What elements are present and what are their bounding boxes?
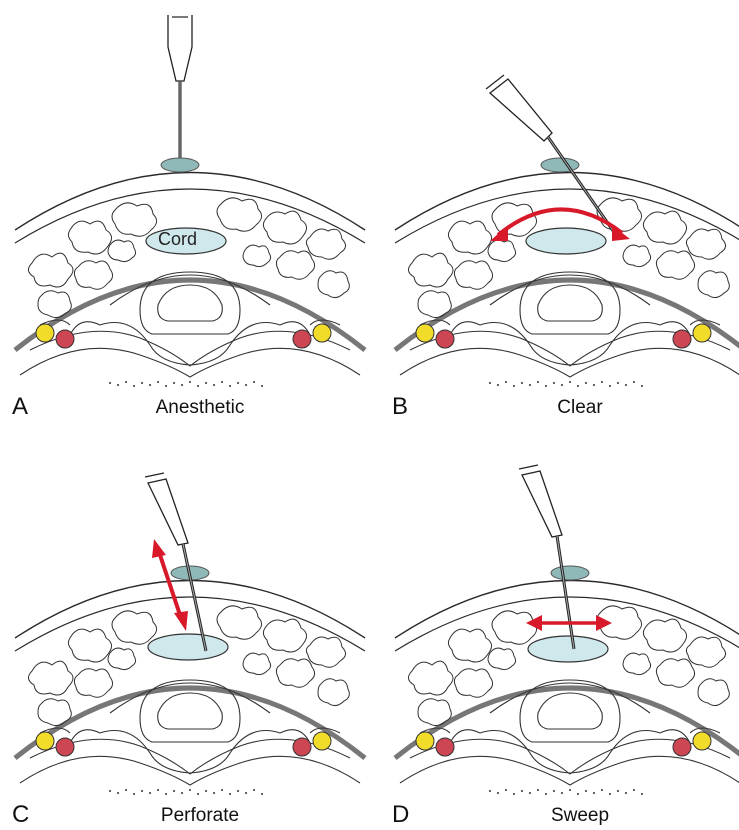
caption-sweep: Sweep — [430, 805, 730, 827]
clear-illustration — [390, 5, 739, 420]
perforate-arrow — [160, 555, 180, 615]
caption-perforate: Perforate — [50, 805, 350, 827]
cord-shape — [526, 228, 606, 254]
cord-label: Cord — [158, 229, 197, 250]
skin-wheal — [161, 158, 199, 172]
panel-letter-d: D — [392, 801, 409, 829]
cord-shape — [148, 634, 228, 660]
sweep-illustration — [390, 413, 739, 828]
panel-letter-c: C — [12, 801, 29, 829]
perforate-arrow-head-down — [174, 611, 188, 631]
clear-arrow-head-right — [612, 225, 630, 241]
panel-perforate: C Perforate — [10, 413, 370, 828]
panel-clear: B Clear — [390, 5, 739, 420]
sweep-arrow-head-left — [526, 615, 542, 631]
anesthetic-illustration — [10, 5, 370, 420]
steep-syringe — [145, 473, 206, 651]
skin-wheal — [541, 158, 579, 172]
perforate-arrow-head-up — [152, 539, 166, 558]
perforate-illustration — [10, 413, 370, 828]
panel-anesthetic: Cord A Anesthetic — [10, 5, 370, 420]
cord-shape — [528, 636, 608, 662]
skin-wheal — [551, 566, 589, 580]
sweep-arrow-head-right — [596, 615, 612, 631]
panel-sweep: D Sweep — [390, 413, 739, 828]
